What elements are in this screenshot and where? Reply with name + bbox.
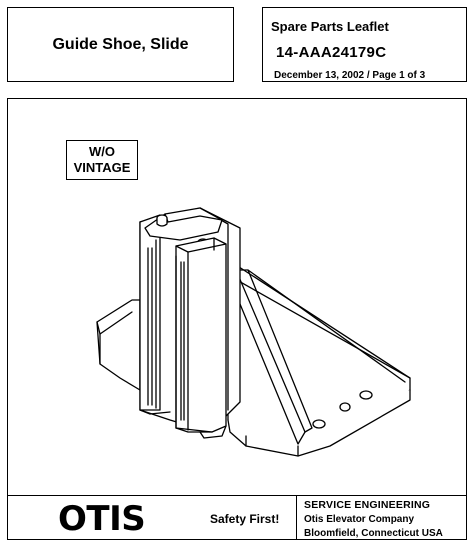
main-frame — [7, 98, 467, 540]
variant-label: W/O VINTAGE — [66, 140, 138, 180]
date-page-info: December 13, 2002 / Page 1 of 3 — [274, 70, 426, 81]
safety-slogan: Safety First! — [210, 512, 280, 526]
variant-label-line2: VINTAGE — [73, 160, 131, 175]
department-name: SERVICE ENGINEERING — [304, 499, 431, 511]
footer-separator — [7, 495, 467, 496]
document-title: Guide Shoe, Slide — [52, 35, 189, 53]
footer-divider — [296, 495, 297, 540]
otis-logo: OTIS — [58, 499, 146, 539]
variant-label-line1: W/O — [89, 144, 115, 159]
part-number: 14-AAA24179C — [276, 44, 387, 61]
leaflet-heading: Spare Parts Leaflet — [271, 19, 389, 34]
company-location: Bloomfield, Connecticut USA — [304, 528, 443, 539]
title-box: Guide Shoe, Slide — [7, 7, 234, 82]
company-name: Otis Elevator Company — [304, 514, 415, 525]
leaflet-info-box: Spare Parts Leaflet 14-AAA24179C Decembe… — [262, 7, 467, 82]
